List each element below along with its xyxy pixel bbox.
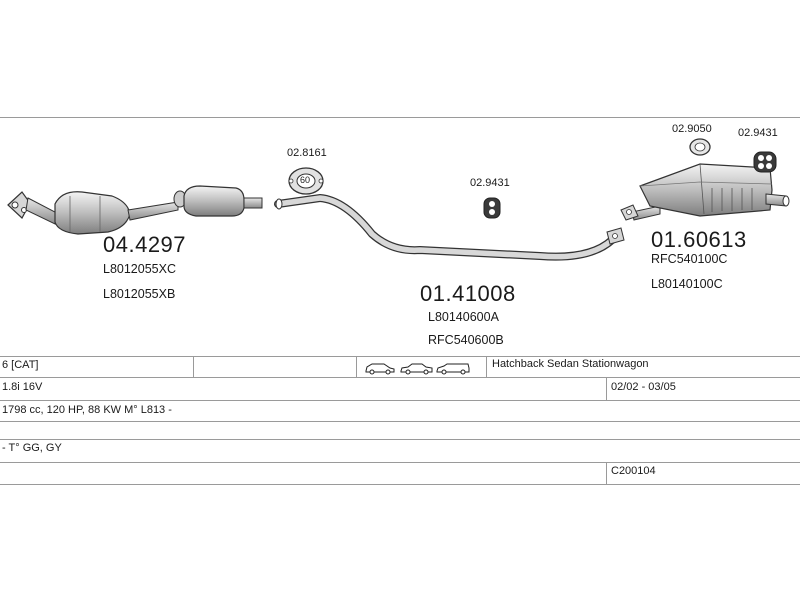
front-part-number: 04.4297 — [103, 232, 187, 257]
front-pipe-with-catalyst — [7, 185, 263, 235]
table-col-sep-4 — [606, 377, 607, 400]
row2-engine: 1.8i 16V — [2, 381, 43, 393]
row3-engine-details: 1798 cc, 120 HP, 88 KW M° L813 - — [2, 404, 172, 416]
body-type-icons — [365, 363, 470, 375]
row1-engine-code: 6 [CAT] — [2, 359, 39, 371]
row5-catalog-code: C200104 — [611, 465, 656, 477]
rubber-hanger-middle — [483, 197, 501, 219]
hanger-middle-part-number: 02.9431 — [470, 177, 510, 189]
rear-silencer — [620, 163, 790, 221]
table-line-5 — [0, 439, 800, 440]
table-line-7 — [0, 484, 800, 485]
rear-part-number: 01.60613 — [651, 227, 747, 252]
row1-body-types: Hatchback Sedan Stationwagon — [492, 358, 649, 370]
rear-oe-number-2: L80140100C — [651, 277, 723, 291]
front-oe-number-2: L8012055XB — [103, 287, 176, 301]
hatchback-car-icon — [365, 363, 395, 375]
row4-transmission: - T° GG, GY — [2, 442, 62, 454]
exhaust-parts-drawing — [7, 138, 790, 261]
middle-part-number: 01.41008 — [420, 281, 516, 306]
row2-production-dates: 02/02 - 03/05 — [611, 381, 676, 393]
hanger-rear-part-number: 02.9431 — [738, 127, 778, 139]
gasket-size-label: 60 — [300, 175, 311, 185]
table-col-sep-1 — [193, 356, 194, 377]
gasket-ring — [288, 167, 324, 195]
stationwagon-car-icon — [436, 363, 470, 375]
frame-top-line — [0, 117, 800, 118]
table-col-sep-5 — [606, 462, 607, 484]
table-line-6 — [0, 462, 800, 463]
table-line-4 — [0, 421, 800, 422]
clamp-part-number: 02.9050 — [672, 123, 712, 135]
sedan-car-icon — [400, 363, 433, 375]
rear-oe-number-1: RFC540100C — [651, 252, 728, 266]
gasket-part-number: 02.8161 — [287, 147, 327, 159]
table-line-3 — [0, 400, 800, 401]
middle-oe-number-1: L80140600A — [428, 310, 499, 324]
front-oe-number-1: L8012055XC — [103, 262, 176, 276]
table-line-1 — [0, 356, 800, 357]
middle-oe-number-2: RFC540600B — [428, 333, 504, 347]
middle-pipe — [274, 193, 625, 261]
rubber-hanger-rear — [753, 151, 777, 173]
table-col-sep-3 — [486, 356, 487, 377]
clamp-ring — [689, 138, 711, 156]
table-line-2 — [0, 377, 800, 378]
table-col-sep-2 — [356, 356, 357, 377]
